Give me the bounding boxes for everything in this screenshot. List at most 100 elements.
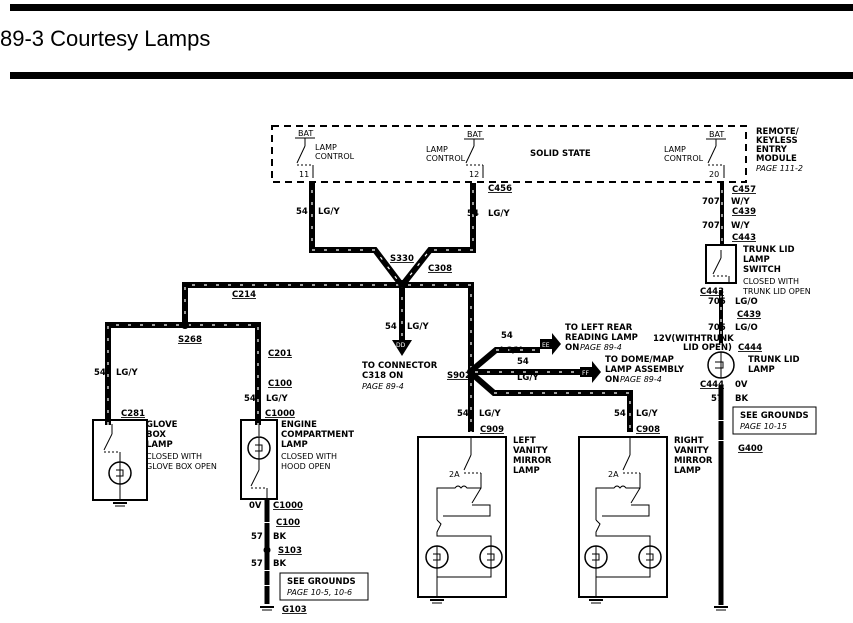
left-vanity-name: VANITY <box>513 446 549 456</box>
glove-box-note: GLOVE BOX OPEN <box>146 462 217 471</box>
pin-number: 12 <box>469 170 479 179</box>
wire-color-label: LG/Y <box>500 346 522 356</box>
right-vanity-name: VANITY <box>674 446 710 456</box>
ref-line: LAMP ASSEMBLY <box>605 365 685 375</box>
module-boundary <box>271 125 747 183</box>
left-vanity-name: LAMP <box>513 466 540 476</box>
bat-label: BAT <box>709 130 724 139</box>
ref-line: TO CONNECTOR <box>362 361 438 371</box>
switch-label: LAMP <box>315 143 337 152</box>
title-underline-rule <box>10 72 853 79</box>
wire-circuit-label: 54 <box>385 322 397 332</box>
wire-color-label: BK <box>735 394 748 404</box>
switch-label: CONTROL <box>664 154 704 163</box>
glove-box-name: GLOVE <box>146 420 178 430</box>
lamp-control-switch-3: BAT LAMP CONTROL 20 <box>664 130 726 179</box>
connector-c439: C439 <box>732 207 756 217</box>
connector-c1000: C1000 <box>265 409 295 419</box>
glove-box-name: BOX <box>146 430 166 440</box>
wire-color-label: LG/Y <box>517 373 539 383</box>
wire-color-label: LG/Y <box>407 322 429 332</box>
wire-circuit-label: 54 <box>94 368 106 378</box>
switch-label: LAMP <box>664 145 686 154</box>
ref-line: READING LAMP <box>565 333 638 343</box>
connector-c308: C308 <box>428 264 452 274</box>
wire-color-label: LG/Y <box>318 207 340 217</box>
connector-c439: C439 <box>737 310 761 320</box>
switch-label: CONTROL <box>426 154 466 163</box>
bat-label: BAT <box>467 130 482 139</box>
module-solid-state: SOLID STATE <box>530 149 591 159</box>
wire-circuit-label: 54 <box>517 357 529 367</box>
engine-comp-note: HOOD OPEN <box>281 462 330 471</box>
connector-c444: C444 <box>700 380 724 390</box>
see-grounds-box-a <box>279 572 369 601</box>
wire-color-label: W/Y <box>731 221 750 231</box>
module-name-2: KEYLESS <box>756 136 798 146</box>
wire-circuit-label: 707 <box>702 197 720 207</box>
trunk-lid-circuit <box>705 183 737 611</box>
pin-number: 20 <box>709 170 719 179</box>
trunk-switch-name: LAMP <box>743 255 770 265</box>
wire-circuit-label: 54 <box>501 331 513 341</box>
lamp-control-switch-1: BAT LAMP CONTROL 11 <box>295 129 355 179</box>
wire-circuit-label: 705 <box>708 323 726 333</box>
connector-c201: C201 <box>268 349 292 359</box>
reference-dd: DD TO CONNECTOR C318 ON PAGE 89-4 <box>362 340 438 391</box>
left-vanity-name: MIRROR <box>513 456 552 466</box>
voltage-label: 0V <box>735 380 748 390</box>
glove-box-note: CLOSED WITH <box>146 452 202 461</box>
connector-c908: C908 <box>636 425 660 435</box>
wire-color-label: W/Y <box>731 197 750 207</box>
engine-comp-name: ENGINE <box>281 420 317 430</box>
splice-s268-label: S268 <box>178 335 202 345</box>
trunk-switch-name: SWITCH <box>743 265 781 275</box>
engine-comp-name: LAMP <box>281 440 308 450</box>
lamp-control-switch-2: BAT LAMP CONTROL 12 <box>426 130 484 179</box>
wire-color-label: LG/O <box>735 297 758 307</box>
wire-circuit-label: 57 <box>711 394 723 404</box>
engine-comp-name: COMPARTMENT <box>281 430 354 440</box>
voltage-label: LID OPEN) <box>683 343 732 353</box>
connector-c100: C100 <box>268 379 292 389</box>
splice-s902-label: S902 <box>447 371 471 381</box>
trunk-lamp-name: LAMP <box>748 365 775 375</box>
module-name-4: MODULE <box>756 154 797 164</box>
top-rule <box>10 4 853 11</box>
wire-color-label: LG/Y <box>116 368 138 378</box>
wire-color-label: LG/O <box>735 323 758 333</box>
voltage-label: 12V(WITHTRUNK <box>653 334 734 344</box>
page-title: 89-3 Courtesy Lamps <box>0 26 211 51</box>
ground-g400: G400 <box>738 444 763 454</box>
trunk-lamp-name: TRUNK LID <box>748 355 800 365</box>
wire-color-label: BK <box>273 559 286 569</box>
bat-label: BAT <box>298 129 313 138</box>
splice-s330 <box>398 280 406 288</box>
connector-c214: C214 <box>232 290 256 300</box>
module-name-3: ENTRY <box>756 145 788 155</box>
see-grounds-page[interactable]: PAGE 10-15 <box>740 422 787 431</box>
connector-c443: C443 <box>700 287 724 297</box>
wire-circuit-label: 57 <box>251 559 263 569</box>
glove-box-lamp <box>92 419 148 507</box>
reference-ee: EE TO LEFT REAR READING LAMP ON PAGE 89-… <box>540 323 638 355</box>
ref-page: PAGE 89-4 <box>580 343 622 352</box>
ref-tag: DD <box>396 342 406 349</box>
wire-color-label: LG/Y <box>266 394 288 404</box>
wire-color-label: LG/Y <box>488 209 510 219</box>
trunk-switch-name: TRUNK LID <box>743 245 795 255</box>
left-vanity-mirror-lamp: 2A <box>417 436 507 604</box>
connector-c456: C456 <box>488 184 512 194</box>
pin-number: 11 <box>299 170 309 179</box>
connector-c909: C909 <box>480 425 504 435</box>
connector-c444: C444 <box>738 343 762 353</box>
ref-line: TO LEFT REAR <box>565 323 633 333</box>
connector-c443: C443 <box>732 233 756 243</box>
fuse-rating: 2A <box>608 470 619 479</box>
wire-color-label: LG/Y <box>636 409 658 419</box>
see-grounds-page[interactable]: PAGE 10-5, 10-6 <box>287 588 352 597</box>
switch-label: LAMP <box>426 145 448 154</box>
connector-c1000: C1000 <box>273 501 303 511</box>
see-grounds-title: SEE GROUNDS <box>740 411 809 421</box>
wire-color-label: LG/Y <box>479 409 501 419</box>
